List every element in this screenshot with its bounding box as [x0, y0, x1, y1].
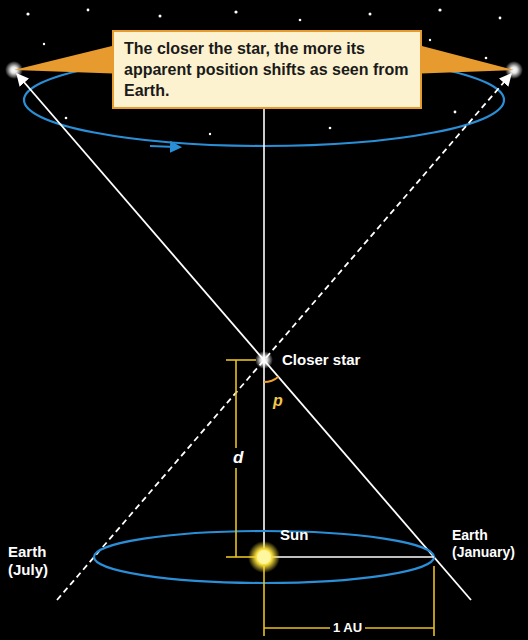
- direction-arrow: [150, 146, 176, 147]
- leader-wedge: [421, 46, 514, 74]
- closer-star: [255, 351, 273, 369]
- callout-box: The closer the star, the more its appare…: [112, 30, 422, 109]
- distance-label: d: [230, 448, 246, 468]
- distance-label: 1 AU: [330, 620, 365, 636]
- star-label: Closer star: [282, 351, 360, 369]
- sight-line-july: [57, 74, 511, 600]
- sun-label: Sun: [280, 526, 308, 544]
- vertical-line: [263, 100, 265, 557]
- earth-label: Earth (July): [8, 543, 48, 579]
- radius-line: [264, 556, 434, 557]
- sun: [257, 550, 271, 564]
- angle-label: p: [273, 391, 283, 410]
- earth-label: Earth (January): [452, 527, 515, 561]
- callout-text: The closer the star, the more its appare…: [124, 38, 410, 101]
- leader-wedge: [14, 46, 113, 74]
- angle-arc: [264, 377, 278, 382]
- sight-line-january: [17, 74, 471, 600]
- sun-glow: [248, 541, 280, 573]
- distance-bracket: [226, 360, 256, 557]
- au-bracket: [264, 566, 434, 636]
